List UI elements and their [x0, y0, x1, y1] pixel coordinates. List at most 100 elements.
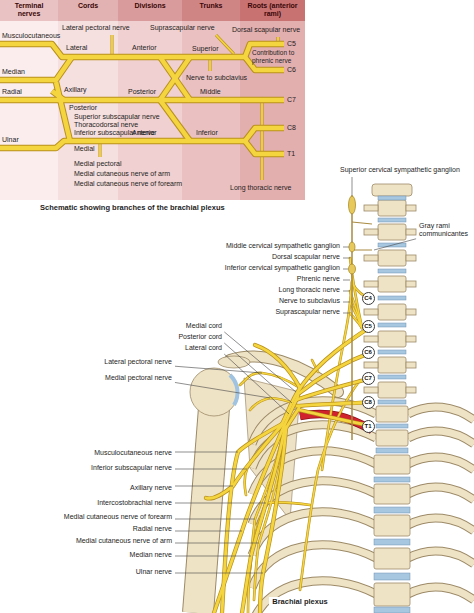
nerve-label: Dorsal scapular nerve — [272, 253, 340, 261]
leader-line — [343, 313, 350, 314]
superior-ganglion — [349, 196, 356, 214]
nerve-label: Phrenic nerve — [297, 275, 340, 283]
vertebra — [374, 455, 410, 474]
nerve-label: Medial pectoral nerve — [105, 374, 172, 382]
column-header: Cords — [58, 0, 118, 21]
disc — [376, 448, 408, 453]
leader-line — [224, 354, 289, 414]
leader-line — [374, 239, 416, 250]
disc — [378, 400, 406, 404]
leader-line — [175, 366, 262, 373]
leader-line — [175, 469, 247, 470]
column-title: Terminal nerves — [3, 2, 55, 18]
nerve-label: Suprascapular nerve — [150, 24, 215, 32]
vertebra — [378, 331, 406, 347]
level-number: C8 — [364, 399, 372, 406]
trunk-label: Inferior — [196, 129, 218, 137]
disc — [376, 424, 408, 428]
cord-label: Lateral — [66, 44, 87, 52]
nerve-label: Medial cutaneous nerve of forearm — [64, 513, 172, 521]
transverse-process — [406, 336, 416, 342]
schematic-ground — [0, 0, 305, 200]
plexus-nerve — [206, 326, 372, 613]
disc — [374, 607, 410, 613]
nerve-label: Long thoracic nerve — [279, 286, 340, 294]
nerve-label: Medial pectoral — [74, 160, 121, 168]
articular-cartilage — [230, 375, 238, 405]
transverse-process — [406, 281, 416, 287]
nerve-label: Ulnar nerve — [136, 568, 172, 576]
level-number: C5 — [364, 323, 372, 330]
transverse-process — [406, 309, 416, 315]
column-header: Roots (anterior rami) — [240, 0, 305, 21]
leader-line — [175, 452, 238, 453]
column-title: Trunks — [185, 2, 237, 10]
level-circle: C8 — [362, 396, 375, 409]
nerve-label: Suprascapular nerve — [275, 308, 340, 316]
transverse-process — [406, 387, 416, 393]
column-header: Terminal nerves — [0, 0, 58, 21]
column-title: Divisions — [121, 2, 179, 10]
nerve-label: Axillary nerve — [130, 484, 172, 492]
root-label: C8 — [287, 124, 296, 132]
nerve-label: Long thoracic nerve — [230, 184, 291, 192]
nerve-label: Gray rami communicantes — [419, 222, 470, 238]
vertebra — [378, 304, 406, 320]
vertebra — [374, 484, 410, 504]
disc — [378, 375, 406, 379]
cord-label: Posterior — [69, 104, 97, 112]
leader-line — [343, 258, 350, 259]
disc — [378, 350, 406, 354]
nerve-label: Superior subscapular nerve — [74, 113, 160, 121]
level-circle: C7 — [362, 372, 375, 385]
schematic-nerve — [0, 44, 284, 154]
division-label: Anterior — [132, 44, 157, 52]
humerus-shaft — [198, 408, 214, 613]
leader-line — [175, 543, 259, 544]
level-circle: C6 — [362, 346, 375, 359]
leader-line — [175, 573, 263, 574]
vertebra — [378, 382, 406, 398]
nerve-label: Nerve to subclavius — [186, 74, 247, 82]
humeral-head — [190, 368, 238, 416]
level-circle: T1 — [362, 420, 375, 433]
division-label: Posterior — [128, 88, 156, 96]
nerve-label: Axillary — [64, 86, 87, 94]
nerve-label: Posterior cord — [178, 333, 222, 341]
vertebra — [374, 583, 410, 606]
leader-line — [343, 291, 350, 292]
root-label: C5 — [287, 40, 296, 48]
nerve-label: Thoracodorsal nerve — [74, 121, 138, 129]
column-header: Divisions — [118, 0, 182, 21]
disc — [378, 269, 406, 273]
level-number: C6 — [364, 349, 372, 356]
transverse-process — [364, 387, 378, 393]
nerve-label: Ulnar — [2, 136, 19, 144]
leader-line — [343, 302, 350, 303]
transverse-process — [406, 362, 416, 368]
leader-line — [175, 503, 266, 504]
nerve-label: Contribution to phrenic nerve — [252, 49, 300, 64]
leader-line — [175, 531, 242, 532]
nerve-label: Median — [2, 68, 25, 76]
humerus-outline — [198, 408, 214, 613]
leader-line — [175, 382, 270, 398]
leader-line — [343, 280, 350, 281]
disc — [378, 323, 406, 327]
level-number: C7 — [364, 375, 372, 382]
nerve-label: Medial cutaneous nerve of arm — [74, 170, 170, 178]
sympathetic-trunk — [351, 195, 353, 440]
nerve-label: Superior cervical sympathetic ganglion — [340, 166, 460, 174]
nerve-label: Medial cutaneous nerve of forearm — [74, 180, 182, 188]
transverse-process — [406, 255, 416, 261]
level-number: C4 — [364, 295, 372, 302]
nerve-label: Intercostobrachial nerve — [97, 499, 172, 507]
vertebra — [378, 357, 406, 373]
nerve-label: Middle cervical sympathetic ganglion — [226, 242, 340, 250]
plexus-nerve-outline — [206, 326, 372, 613]
column-title: Roots (anterior rami) — [243, 2, 302, 18]
vertebra — [376, 406, 408, 422]
nerve-label: Dorsal scapular nerve — [232, 26, 300, 34]
transverse-process — [364, 255, 378, 261]
